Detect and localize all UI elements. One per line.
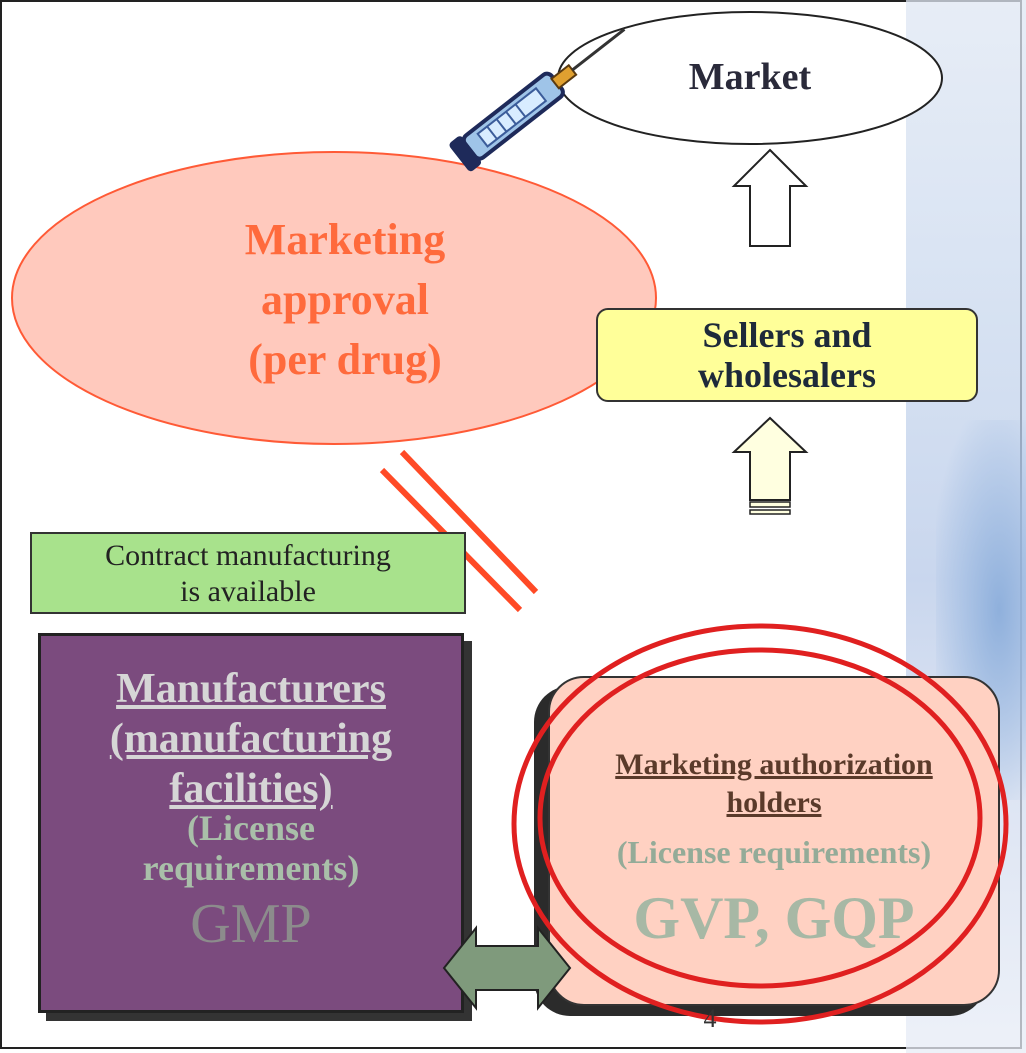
up-arrow-to-market bbox=[731, 148, 809, 247]
manufacturers-title-line1: Manufacturers bbox=[116, 666, 386, 712]
marketing-approval-ellipse bbox=[11, 151, 657, 445]
emphasis-circle-inner bbox=[537, 647, 983, 989]
manufacturers-title-line3: facilities) bbox=[169, 766, 333, 812]
market-label: Market bbox=[688, 56, 812, 98]
mah-title: Marketing authorization holders bbox=[548, 746, 1000, 822]
emphasis-circle-outer bbox=[511, 623, 1009, 1025]
mah-standard: GVP, GQP bbox=[633, 885, 915, 951]
sellers-line2: wholesalers bbox=[698, 355, 876, 395]
manufacturers-box bbox=[38, 633, 464, 1013]
mah-title-line2: holders bbox=[726, 786, 822, 819]
contract-line2: is available bbox=[180, 575, 316, 608]
mah-requirement: (License requirements) bbox=[616, 834, 932, 870]
marketing-approval-line2: approval bbox=[261, 275, 429, 324]
manufacturers-standard: GMP bbox=[190, 893, 312, 955]
manufacturers-title: Manufacturers (manufacturing facilities) bbox=[38, 664, 464, 814]
page-number: 4 bbox=[703, 1004, 717, 1033]
sellers-wholesalers-box: Sellers and wholesalers bbox=[596, 308, 978, 402]
manufacturers-requirement: (License requirements) bbox=[38, 808, 464, 888]
sellers-line1: Sellers and bbox=[702, 315, 872, 355]
manufacturers-requirement-line2: requirements) bbox=[142, 848, 360, 888]
manufacturers-title-line2: (manufacturing bbox=[109, 716, 393, 762]
mah-title-line1: Marketing authorization bbox=[615, 748, 933, 781]
contract-line1: Contract manufacturing bbox=[105, 539, 391, 572]
marketing-approval-label: Marketing approval (per drug) bbox=[140, 210, 550, 390]
syringe-icon bbox=[449, 28, 626, 172]
up-arrow-to-sellers bbox=[731, 416, 809, 515]
double-arrow bbox=[442, 925, 572, 1011]
contract-manufacturing-box: Contract manufacturing is available bbox=[30, 532, 466, 614]
manufacturers-requirement-line1: (License bbox=[187, 808, 315, 848]
marketing-approval-line3: (per drug) bbox=[248, 335, 442, 384]
marketing-approval-line1: Marketing bbox=[244, 215, 446, 264]
